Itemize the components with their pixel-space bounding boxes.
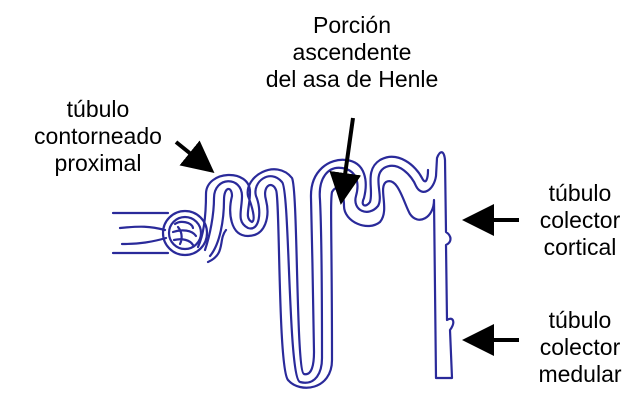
glomerulus: [163, 211, 207, 255]
label-proximal-tubule: túbulo contorneado proximal: [8, 96, 188, 177]
label-cortical-collector: túbulo colector cortical: [526, 180, 634, 261]
label-proximal-line2: contorneado: [8, 123, 188, 150]
label-ascending-line2: ascendente: [238, 39, 466, 66]
label-cortical-line1: túbulo: [526, 180, 634, 207]
label-medular-line1: túbulo: [526, 307, 634, 334]
label-ascending-line3: del asa de Henle: [238, 66, 466, 93]
label-cortical-line2: colector: [526, 207, 634, 234]
label-medular-line2: colector: [526, 334, 634, 361]
label-cortical-line3: cortical: [526, 234, 634, 261]
label-ascending-loop: Porción ascendente del asa de Henle: [238, 12, 466, 93]
label-proximal-line1: túbulo: [8, 96, 188, 123]
tubule-outer-wall: [205, 152, 453, 388]
label-medular-collector: túbulo colector medular: [526, 307, 634, 388]
label-proximal-line3: proximal: [8, 150, 188, 177]
label-ascending-line1: Porción: [238, 12, 466, 39]
label-medular-line3: medular: [526, 361, 634, 388]
tubule-lumen: [198, 157, 428, 374]
arrow-ascending: [343, 118, 353, 189]
afferent-vessel: [113, 213, 168, 253]
